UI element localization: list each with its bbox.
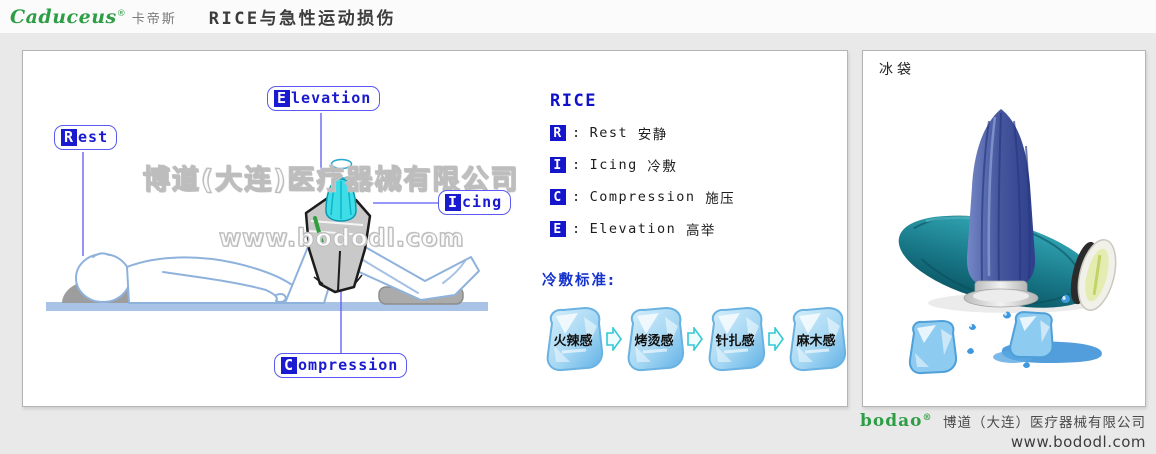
rice-term-en: Icing <box>589 157 638 173</box>
registered-mark-icon: ® <box>116 8 126 19</box>
cold-stage-label: 烤烫感 <box>634 334 674 349</box>
rice-term-en: Compression <box>589 189 696 205</box>
page-title: RICE与急性运动损伤 <box>208 9 397 29</box>
rice-item-rest: R : Rest 安静 <box>550 123 840 143</box>
cold-standard-section: 冷敷标准: 火辣感 <box>542 269 847 372</box>
brand-name: Caduceus <box>10 5 117 28</box>
ice-cube-stage-4: 麻木感 <box>785 306 847 372</box>
ice-cube-stage-1: 火辣感 <box>542 306 604 372</box>
brand-name-chinese: 卡帝斯 <box>131 11 177 27</box>
cold-stage-label: 麻木感 <box>796 334 836 349</box>
rice-item-elevation: E : Elevation 高举 <box>550 219 840 239</box>
patient-illustration <box>46 113 488 353</box>
rice-term-cn: 安静 <box>637 127 668 143</box>
rice-colon: : <box>572 189 582 205</box>
arrow-right-icon <box>605 327 622 351</box>
top-header-bar: Caduceus® 卡帝斯 RICE与急性运动损伤 <box>0 0 1156 33</box>
cold-stage-row: 火辣感 烤烫感 <box>542 306 847 372</box>
rice-letter-c: C <box>550 189 566 205</box>
rice-colon: : <box>572 157 582 173</box>
floor-bar <box>46 302 488 311</box>
rice-letter-r: R <box>550 125 566 141</box>
label-compression-initial: C <box>281 357 298 374</box>
rice-legend: RICE R : Rest 安静 I : Icing 冷敷 C : Compre… <box>550 91 840 239</box>
label-icing-initial: I <box>445 194 462 211</box>
rice-term-cn: 高举 <box>685 223 716 239</box>
rice-term-cn: 冷敷 <box>647 159 678 175</box>
brand-logo: Caduceus® 卡帝斯 <box>10 6 177 28</box>
label-icing-text: cing <box>462 193 503 211</box>
footer-logo: bodao® <box>860 411 932 431</box>
ice-cube-stage-2: 烤烫感 <box>623 306 685 372</box>
label-rest-initial: R <box>61 129 78 146</box>
product-title: 冰袋 <box>879 62 915 78</box>
registered-mark-icon: ® <box>922 413 933 423</box>
rice-heading: RICE <box>550 91 597 111</box>
cold-stage-label: 火辣感 <box>553 334 593 349</box>
rice-letter-e: E <box>550 221 566 237</box>
label-elevation-text: levation <box>291 89 372 107</box>
arrow-right-icon <box>767 327 784 351</box>
rice-letter-i: I <box>550 157 566 173</box>
label-elevation-initial: E <box>274 90 291 107</box>
knee-wrap <box>304 195 372 294</box>
rice-colon: : <box>572 221 582 237</box>
cold-stage-label: 针扎感 <box>715 334 755 349</box>
label-rest-text: est <box>78 128 109 146</box>
footer-company-name: 博道（大连）医疗器械有限公司 <box>943 415 1146 431</box>
arrow-right-icon <box>686 327 703 351</box>
ice-bag-blue <box>963 109 1039 308</box>
footer-logo-text: bodao <box>860 411 923 431</box>
product-panel: 冰袋 <box>862 50 1146 407</box>
melting-ice-cubes <box>908 294 1102 375</box>
cold-standard-heading: 冷敷标准: <box>542 273 616 289</box>
knee-ice-bag <box>325 158 357 222</box>
footer: bodao® 博道（大连）医疗器械有限公司 www.bododl.com <box>860 411 1146 451</box>
ice-bag-product-image <box>898 109 1117 375</box>
ice-cube-stage-3: 针扎感 <box>704 306 766 372</box>
rice-item-icing: I : Icing 冷敷 <box>550 155 840 175</box>
wrap-strap <box>313 216 324 245</box>
rice-term-en: Elevation <box>589 221 677 237</box>
rice-term-en: Rest <box>589 125 629 141</box>
rice-colon: : <box>572 125 582 141</box>
footer-website: www.bododl.com <box>1010 433 1146 451</box>
rice-item-compression: C : Compression 施压 <box>550 187 840 207</box>
rice-term-cn: 施压 <box>705 191 736 207</box>
label-compression-text: ompression <box>298 356 399 374</box>
